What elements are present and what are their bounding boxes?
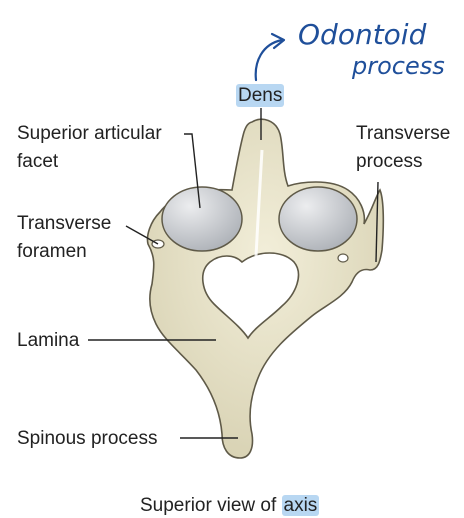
transverse-process-label-line2: process <box>356 150 423 173</box>
superior-articular-facet-label-line2: facet <box>17 150 58 173</box>
superior-articular-facet-label-line1: Superior articular <box>17 122 162 145</box>
right-transverse-foramen <box>338 254 348 262</box>
transverse-process-label-line1: Transverse <box>356 122 450 145</box>
handwritten-annotation-line1: Odontoid <box>298 18 426 51</box>
caption-highlight: axis <box>282 495 320 516</box>
caption-prefix: Superior view of <box>140 495 276 516</box>
spinous-process-label: Spinous process <box>17 427 157 450</box>
handwritten-annotation-line2: process <box>352 52 445 80</box>
transverse-foramen-label-line2: foramen <box>17 240 87 263</box>
figure-caption: Superior view of axis <box>140 494 319 517</box>
right-superior-articular-facet <box>279 187 357 251</box>
lamina-label: Lamina <box>17 329 79 352</box>
dens-label: Dens <box>236 84 284 107</box>
left-superior-articular-facet <box>162 187 242 251</box>
transverse-foramen-label-line1: Transverse <box>17 212 111 235</box>
